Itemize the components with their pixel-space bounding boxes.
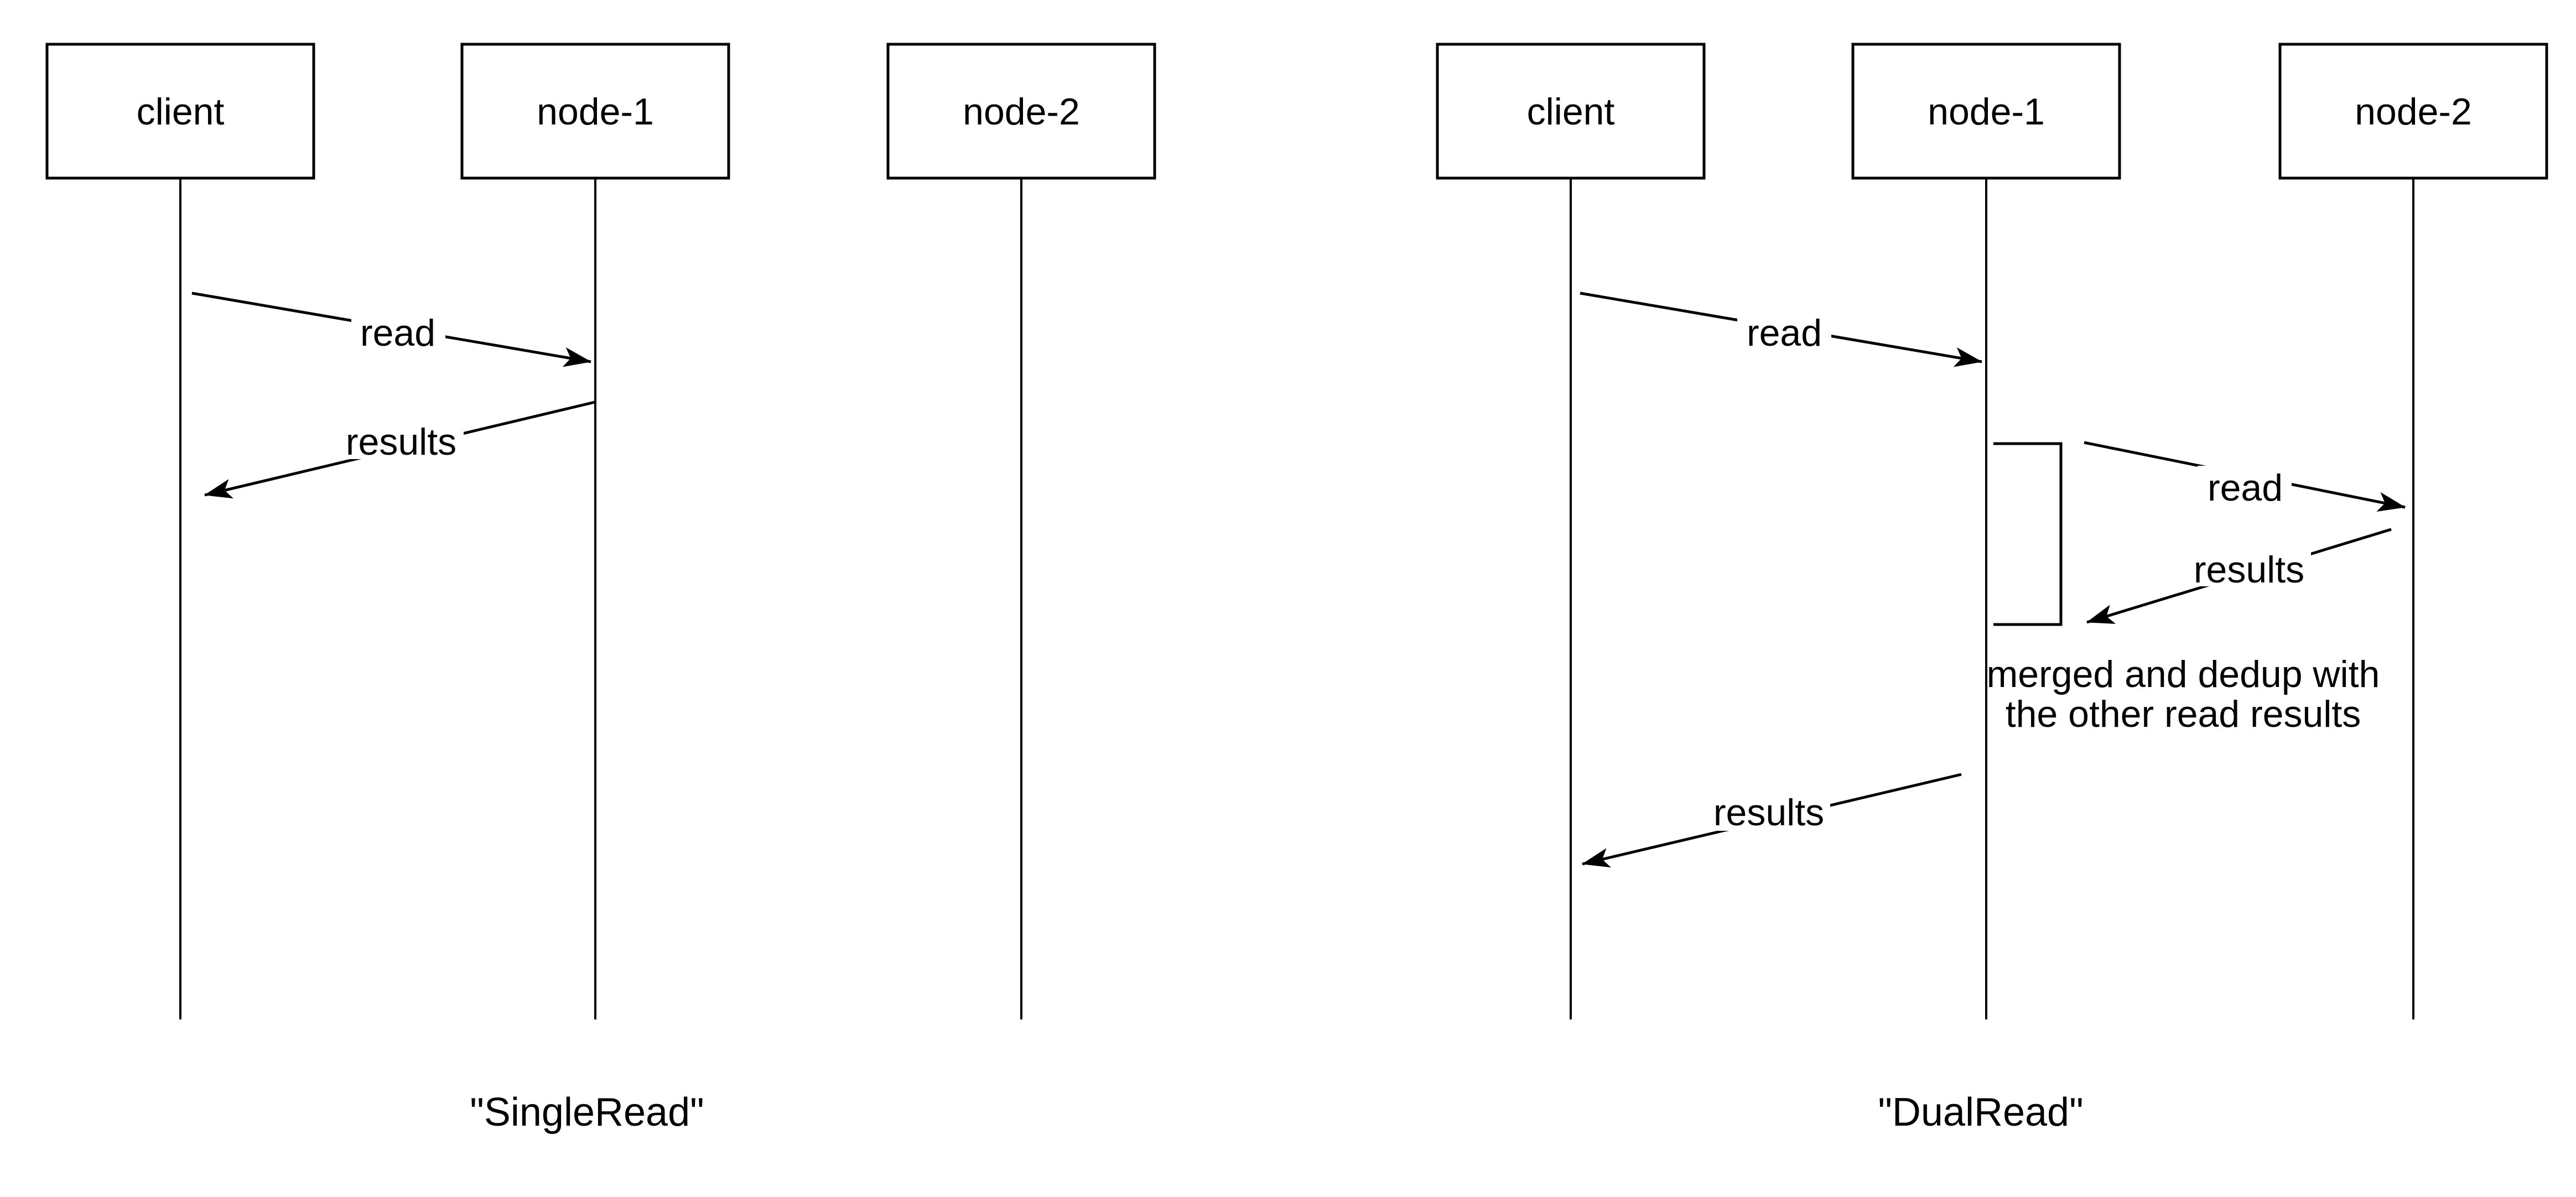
message-label-results-1: results <box>2194 549 2304 591</box>
actor-label-client: client <box>137 91 225 133</box>
actor-box-node-2 <box>886 43 1156 180</box>
actor-box-node-1 <box>1851 43 2121 180</box>
message-label-read-2: read <box>2208 467 2283 509</box>
label-halo <box>2198 466 2292 506</box>
label-halo <box>351 311 445 352</box>
message-label-results-2: results <box>1713 792 1824 834</box>
actor-label-node-1: node-1 <box>1928 91 2045 133</box>
actor-box-node-2 <box>2278 43 2548 180</box>
actor-label-node-2: node-2 <box>963 91 1080 133</box>
actor-box-client <box>1436 43 1706 180</box>
diagram-caption-singleread: "SingleRead" <box>470 1090 704 1134</box>
note-text-line2: the other read results <box>2006 693 2361 735</box>
message-label-read-1: read <box>1747 312 1822 354</box>
dualread-diagram: client node-1 node-2 read read results m… <box>1436 43 2548 1134</box>
note-text-line1: merged and dedup with <box>1987 653 2380 695</box>
actor-label-client: client <box>1527 91 1615 133</box>
label-halo <box>2187 547 2311 586</box>
label-halo <box>1737 311 1831 352</box>
diagram-caption-dualread: "DualRead" <box>1878 1090 2083 1134</box>
actor-label-node-2: node-2 <box>2355 91 2472 133</box>
actor-box-client <box>45 43 315 180</box>
singleread-diagram: client node-1 node-2 read results "Singl… <box>45 43 1156 1134</box>
message-label-read: read <box>360 312 435 354</box>
activation-bracket <box>1993 442 2063 626</box>
actor-label-node-1: node-1 <box>537 91 654 133</box>
message-label-results: results <box>346 421 456 463</box>
label-halo <box>339 419 464 459</box>
label-halo <box>1708 790 1830 831</box>
actor-box-node-1 <box>460 43 730 180</box>
